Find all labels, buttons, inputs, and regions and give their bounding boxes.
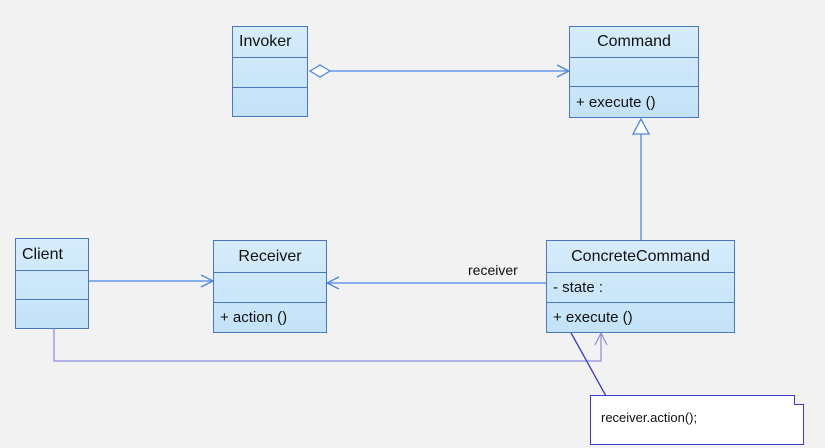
operations-compartment: + action () [220,309,288,326]
association-role-label: receiver [468,262,518,278]
attributes-compartment [214,273,326,303]
attributes-compartment: - state : [547,273,734,303]
generalization-triangle-icon [631,117,651,135]
class-invoker[interactable]: Invoker [232,26,308,117]
class-concrete-command[interactable]: ConcreteCommand - state : + execute () [546,240,735,333]
class-receiver[interactable]: Receiver + action () [213,240,327,333]
class-command[interactable]: Command + execute () [569,26,699,118]
operations-compartment: + execute () [576,93,656,111]
note-fold-icon [794,395,804,405]
uml-note[interactable]: receiver.action(); [590,395,804,445]
note-text: receiver.action(); [601,410,698,425]
client-concrete-dependency [53,329,602,362]
class-name: Command [570,27,698,58]
aggregation-diamond-icon [308,64,332,78]
operations-compartment [233,88,307,116]
class-name: ConcreteCommand [547,241,734,273]
open-arrowhead-icon [594,331,608,346]
operations-compartment [16,300,88,328]
operations-compartment: + execute () [553,309,633,326]
attributes-compartment [233,58,307,88]
attributes-compartment [570,58,698,87]
class-name: Invoker [233,27,307,58]
attributes-compartment [16,271,88,300]
class-name: Client [16,239,88,271]
note-anchor-line [569,330,607,397]
open-arrowhead-icon [325,276,340,290]
class-name: Receiver [214,241,326,273]
class-client[interactable]: Client [15,238,89,329]
